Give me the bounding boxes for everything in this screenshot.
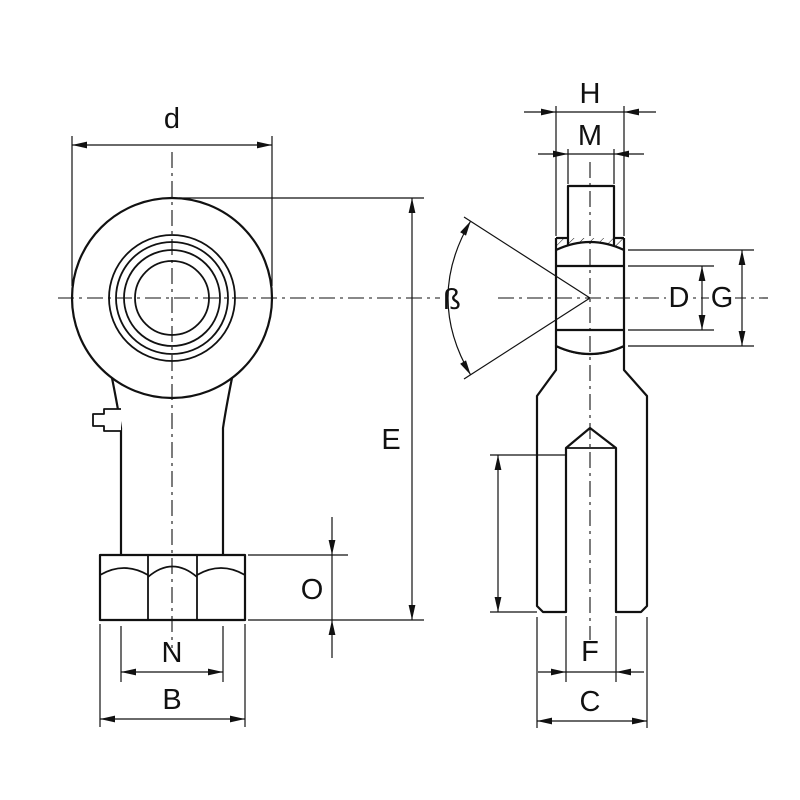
dim-label-M: M — [578, 120, 602, 152]
dim-label-D: D — [669, 282, 690, 314]
dimension-M: M — [538, 120, 644, 184]
dimension-d: d — [71, 103, 273, 286]
label-backing — [709, 284, 735, 311]
angle-line-lower — [463, 297, 591, 380]
dim-label-d: d — [164, 103, 180, 135]
dim-label-G: G — [711, 282, 734, 314]
dimension-C: C — [536, 617, 648, 728]
dimension-H: H — [524, 78, 656, 236]
dim-label-beta: ß — [443, 284, 461, 316]
grease-nipple — [92, 408, 121, 432]
dimension-B: B — [99, 624, 246, 727]
dim-label-N: N — [162, 637, 183, 669]
body-side-left — [110, 377, 123, 555]
dim-label-H: H — [580, 78, 601, 110]
label-backing — [666, 284, 692, 311]
dimension-E: E — [179, 197, 424, 621]
dimension-O: O — [248, 517, 348, 658]
dimension-thread-depth — [490, 454, 566, 613]
dimension-G: G — [628, 249, 754, 347]
angle-line-upper — [463, 216, 591, 299]
dimension-D: D — [628, 265, 714, 331]
angle-arc — [447, 220, 472, 376]
dimension-N: N — [120, 626, 224, 682]
body-side-right — [221, 377, 234, 555]
dim-label-B: B — [162, 684, 181, 716]
body-section — [535, 344, 649, 614]
dim-label-F: F — [581, 636, 599, 668]
dimension-F: F — [538, 616, 644, 682]
hex-chamfer-arc-left — [99, 567, 149, 576]
misalignment-angle: ß — [443, 216, 591, 380]
hex-chamfer-arc-right — [196, 567, 246, 576]
dim-label-C: C — [580, 686, 601, 718]
dim-label-O: O — [301, 574, 324, 606]
dim-label-E: E — [381, 424, 400, 456]
